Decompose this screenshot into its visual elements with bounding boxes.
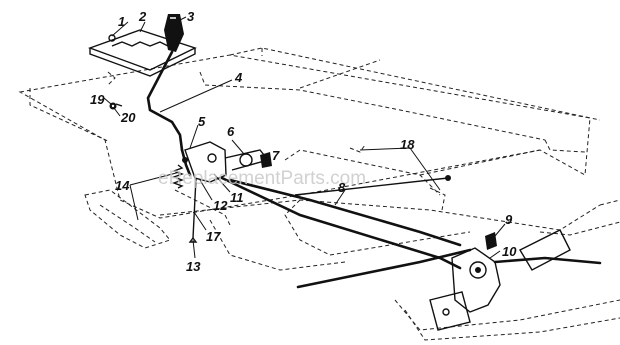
callout-5: 5	[198, 114, 206, 129]
shift-lever	[146, 50, 192, 177]
shift-plate	[87, 29, 197, 77]
shift-rods	[220, 176, 472, 289]
callout-13: 13	[186, 259, 201, 274]
callout-3: 3	[187, 9, 195, 24]
bolt-washer	[109, 102, 123, 110]
callout-19: 19	[90, 92, 105, 107]
callout-2: 2	[138, 9, 147, 24]
callout-18: 18	[400, 137, 415, 152]
callout-1: 1	[118, 14, 125, 29]
callout-8: 8	[338, 180, 346, 195]
callout-4: 4	[234, 70, 243, 85]
watermark-text: eReplacementParts.com	[158, 168, 366, 189]
callout-9: 9	[505, 212, 513, 227]
callout-11: 11	[230, 190, 244, 205]
callout-6: 6	[227, 124, 235, 139]
callout-10: 10	[502, 244, 517, 259]
transmission-linkage	[429, 229, 602, 331]
frame-outline	[18, 47, 620, 341]
leader-lines	[103, 16, 506, 259]
cross-rod	[294, 175, 451, 196]
callout-12: 12	[213, 198, 228, 213]
callout-20: 20	[120, 110, 136, 125]
callout-14: 14	[115, 178, 130, 193]
callout-7: 7	[272, 148, 280, 163]
shift-knob	[164, 14, 184, 52]
callout-labels: 1 2 3 4 5 6 7 8 9 10 11 12 13 14 17 18 1…	[90, 9, 517, 274]
callout-17: 17	[206, 229, 221, 244]
